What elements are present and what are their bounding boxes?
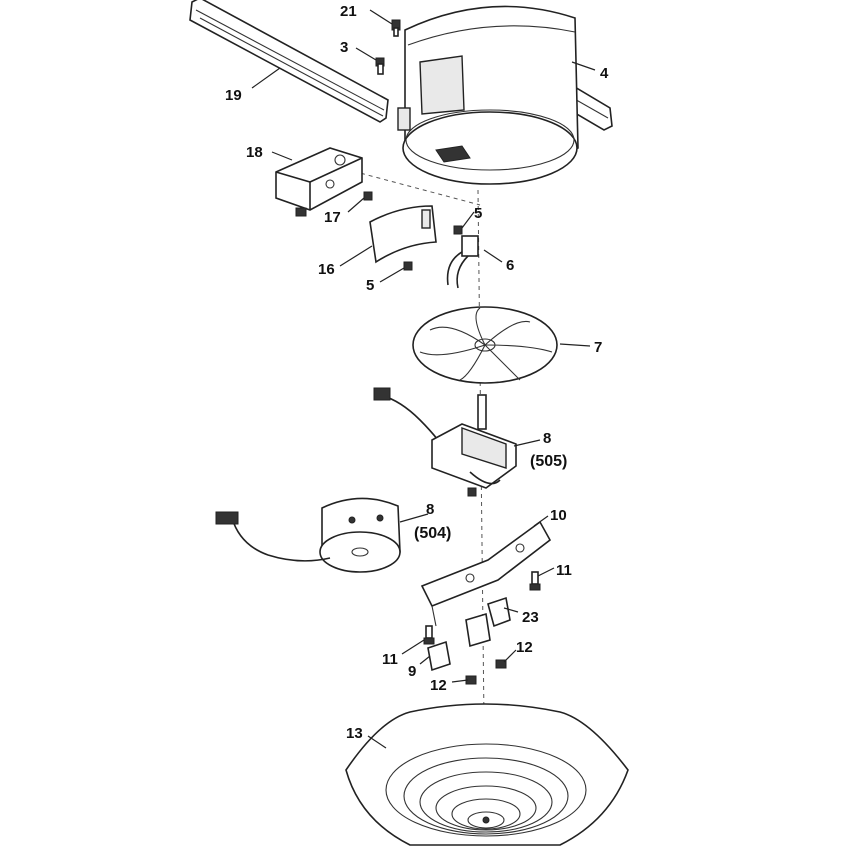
callout-13: 13 <box>346 725 363 742</box>
screw-17 <box>363 191 373 201</box>
motor-505 <box>373 387 517 497</box>
motor-mounting-plate <box>420 520 552 627</box>
callout-5-upper: 5 <box>474 205 482 222</box>
callout-12-right: 12 <box>516 639 533 656</box>
screw-5-lower <box>403 261 413 271</box>
fan-wheel <box>412 306 558 384</box>
callout-10: 10 <box>550 507 567 524</box>
callout-23: 23 <box>522 609 539 626</box>
callout-4: 4 <box>600 65 609 82</box>
callout-8-505: 8 <box>543 430 551 447</box>
callout-505: (505) <box>530 453 567 470</box>
callout-11-left: 11 <box>382 651 398 668</box>
screw-11-right <box>529 571 541 591</box>
fan-housing <box>397 5 579 185</box>
callout-7: 7 <box>594 339 602 356</box>
callout-12-left: 12 <box>430 677 447 694</box>
fan-grille <box>345 703 629 846</box>
callout-21: 21 <box>340 3 357 20</box>
callout-504: (504) <box>414 525 451 542</box>
callout-11-right: 11 <box>556 562 572 579</box>
callout-5-lower: 5 <box>366 277 374 294</box>
motor-504 <box>215 497 401 573</box>
junction-box <box>275 147 363 217</box>
nut-12-right <box>495 659 507 669</box>
screw-21 <box>391 19 401 37</box>
clip-9 <box>427 612 491 672</box>
callout-8-504: 8 <box>426 501 434 518</box>
screw-5-upper <box>453 225 463 235</box>
receptacle <box>446 235 479 289</box>
callout-16: 16 <box>318 261 335 278</box>
receptacle-cover <box>369 205 437 264</box>
callout-17: 17 <box>324 209 341 226</box>
screw-11-left <box>423 625 435 645</box>
callout-3: 3 <box>340 39 348 56</box>
callout-9: 9 <box>408 663 416 680</box>
callout-19: 19 <box>225 87 242 104</box>
screw-3 <box>375 57 385 75</box>
mounting-bracket-left <box>189 0 389 123</box>
leader-lines <box>251 9 596 749</box>
clip-23 <box>487 596 511 628</box>
callout-6: 6 <box>506 257 514 274</box>
callout-18: 18 <box>246 144 263 161</box>
